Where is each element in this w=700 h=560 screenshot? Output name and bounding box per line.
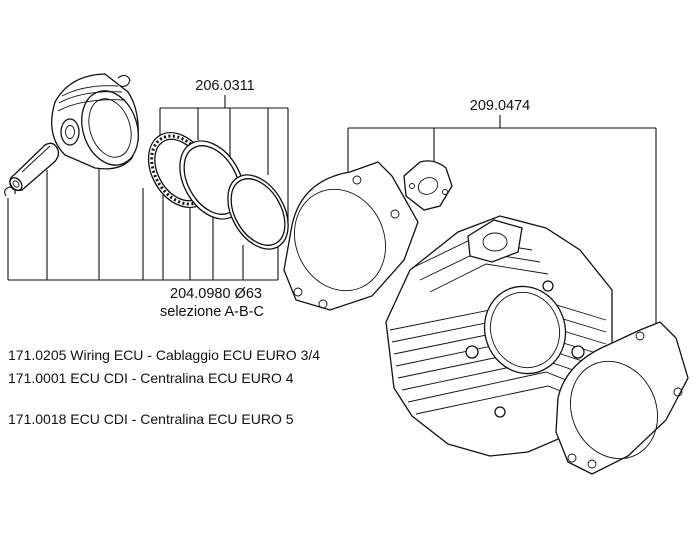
- label-piston-code: 204.0980 Ø63: [170, 286, 262, 302]
- circlip-top: [117, 74, 131, 87]
- piston: [51, 73, 139, 170]
- label-ring-set: 206.0311: [195, 78, 254, 94]
- note-ecu-euro4: 171.0001 ECU CDI - Centralina ECU EURO 4: [8, 370, 294, 386]
- base-gasket: [283, 161, 419, 311]
- cylinder: [385, 215, 613, 457]
- note-wiring-ecu: 171.0205 Wiring ECU - Cablaggio ECU EURO…: [8, 347, 320, 363]
- exhaust-gasket: [403, 160, 453, 211]
- note-ecu-euro5: 171.0018 ECU CDI - Centralina ECU EURO 5: [8, 411, 294, 427]
- circlip-bottom: [4, 186, 16, 197]
- label-piston-selection: selezione A-B-C: [160, 304, 264, 320]
- leader-lines: [7, 95, 657, 325]
- piston-pin: [9, 142, 60, 192]
- piston-ring-top: [227, 174, 289, 250]
- label-gasket-set: 209.0474: [470, 98, 530, 114]
- head-gasket: [555, 321, 689, 475]
